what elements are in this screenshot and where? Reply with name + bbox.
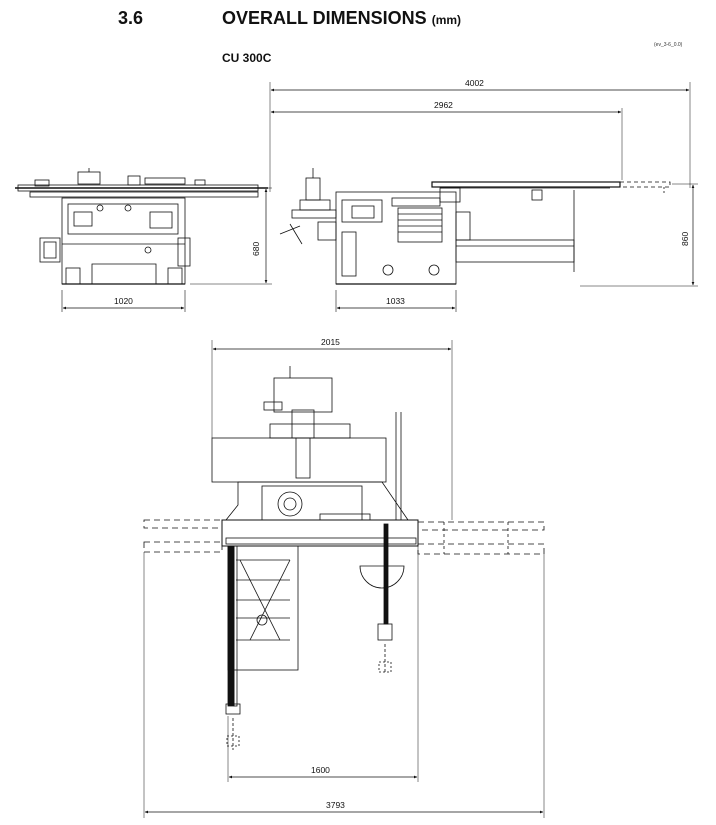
dim-side-height: 860: [680, 232, 690, 246]
dim-top-inner: 1600: [311, 765, 330, 775]
dim-left-height: 680: [251, 242, 261, 256]
model-label: CU 300C: [222, 51, 272, 65]
unit-label: (mm): [431, 13, 462, 27]
dim-side-base: 1033: [386, 296, 405, 306]
dim-side-length-2: 2962: [434, 100, 453, 110]
section-number: 3.6: [118, 8, 144, 28]
dim-top-total: 3793: [326, 800, 345, 810]
drawing-reference: (ev_3-6_0.0): [654, 42, 683, 48]
dim-left-width: 1020: [114, 296, 133, 306]
section-title-text: OVERALL DIMENSIONS: [222, 8, 427, 28]
dim-top-width: 2015: [321, 337, 340, 347]
top-view: [143, 366, 545, 750]
side-view: [279, 168, 671, 285]
dim-side-total-length: 4002: [465, 78, 484, 88]
front-view: [15, 168, 268, 285]
section-title: OVERALL DIMENSIONS (mm): [222, 8, 461, 29]
